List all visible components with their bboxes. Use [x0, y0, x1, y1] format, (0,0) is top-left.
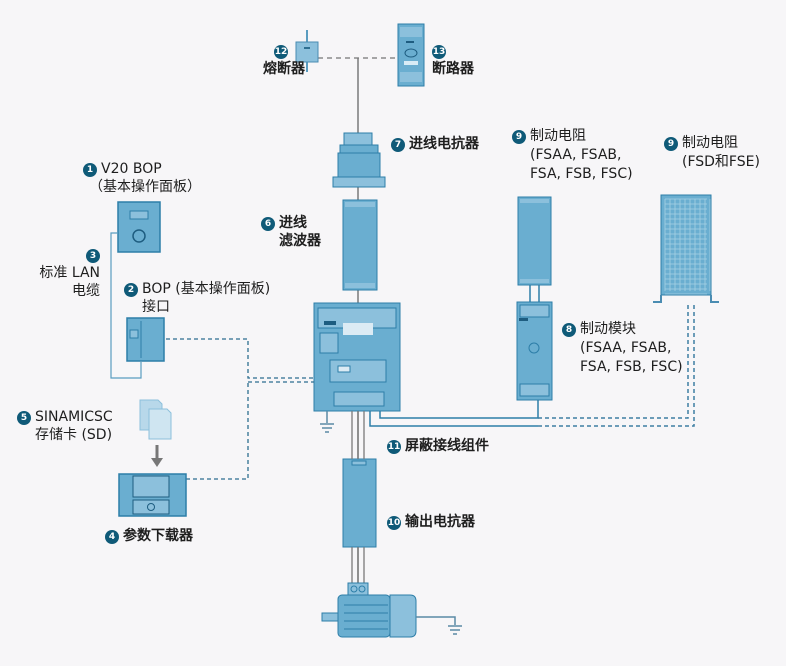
arrow-down-icon	[151, 445, 163, 467]
parameter-loader-icon	[118, 473, 187, 517]
inverter-icon	[313, 302, 401, 412]
loader-link	[186, 382, 249, 480]
line-reactor-icon	[332, 132, 386, 188]
sd-card-icon	[139, 399, 172, 440]
label-circuit-breaker: 13 断路器	[432, 45, 474, 77]
output-wires	[351, 411, 365, 585]
motor-ground-icon	[416, 616, 462, 635]
braking-module-icon	[516, 301, 553, 401]
braking-resistor-large-icon	[653, 194, 719, 303]
motor-icon	[321, 582, 417, 638]
lan-cable-icon	[110, 232, 142, 379]
braking-wire-2	[369, 411, 538, 427]
label-lan-cable: 3 标准 LAN 电缆	[39, 249, 100, 299]
circuit-breaker-icon	[397, 23, 425, 87]
braking-wire-1	[379, 400, 539, 419]
resistor-fsd-link-2	[538, 303, 695, 427]
label-fuse: 12 熔断器	[263, 45, 305, 77]
bop-interface-link	[166, 338, 314, 379]
resistor-fsd-link-1	[538, 303, 689, 419]
braking-resistor-icon	[517, 196, 552, 302]
output-reactor-icon	[342, 458, 377, 548]
bop-interface-icon	[126, 317, 165, 362]
ground-icon	[320, 411, 334, 433]
fuse-icon	[295, 30, 319, 72]
bop-panel-icon	[117, 201, 161, 253]
line-filter-icon	[342, 199, 378, 291]
